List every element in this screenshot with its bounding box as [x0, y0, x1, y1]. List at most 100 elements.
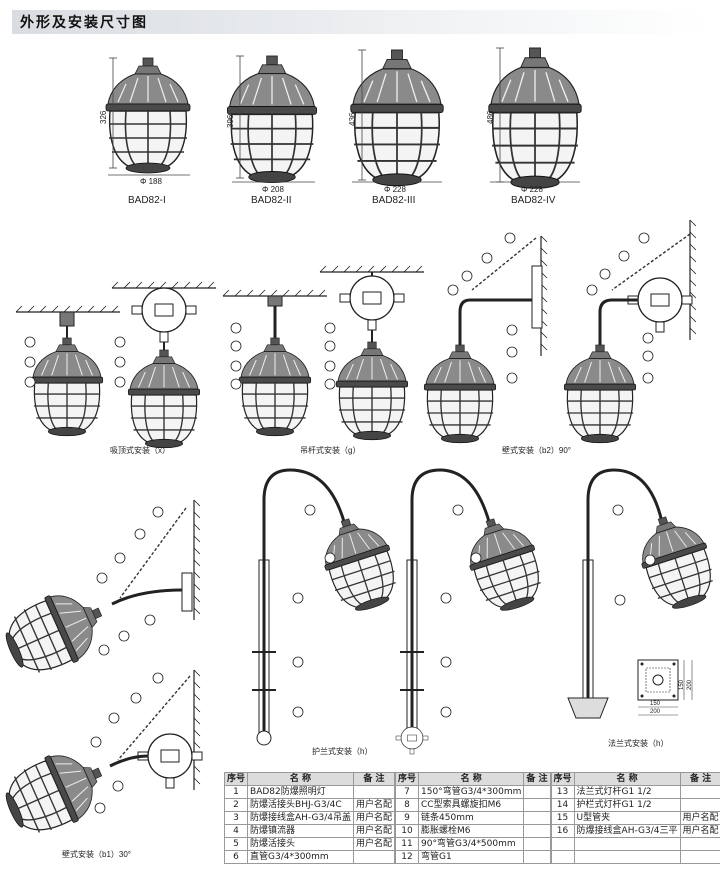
flange-pole-figure: [567, 468, 720, 719]
cell-no: 16: [550, 824, 575, 838]
caption-flange: 法兰式安装（h）: [608, 738, 668, 748]
flange-dim-4: 200: [687, 679, 693, 690]
cell-no: 13: [550, 785, 575, 799]
cell-no: 8: [394, 798, 420, 812]
header-no-1: 序号: [223, 772, 249, 786]
cell-name: U型管夹: [573, 811, 681, 825]
cell-no: 5: [223, 837, 249, 851]
wall90-callouts: [447, 232, 654, 384]
cell-name: 150°弯管G3/4*300mm: [418, 785, 525, 799]
model-3-height: 436: [348, 112, 357, 126]
cell-note: 用户名配: [679, 811, 720, 825]
model-4-height: 486: [486, 110, 495, 124]
model-2-name: BAD82-II: [251, 195, 292, 206]
cell-name: 链条450mm: [418, 811, 525, 825]
cell-no: 1: [223, 785, 249, 799]
cell-no: 14: [550, 798, 575, 812]
cell-note: 用户名配: [352, 811, 396, 825]
cell-note: [523, 811, 551, 825]
model-1-diameter: Φ 188: [140, 177, 163, 186]
cell-name: [573, 837, 681, 851]
cell-name: [573, 850, 681, 864]
cell-note: [523, 837, 551, 851]
cell-no: 2: [223, 798, 249, 812]
table-header-row: 序号 名 称 备 注 序号 名 称 备 注 序号 名 称 备 注: [223, 772, 720, 786]
model-4-name: BAD82-IV: [511, 195, 556, 206]
model-2-height: 396: [226, 114, 235, 128]
model-3-name: BAD82-III: [372, 195, 415, 206]
cell-note: [523, 785, 551, 799]
cell-no: 3: [223, 811, 249, 825]
model-2-diameter: Φ 208: [262, 185, 285, 194]
ceiling-mount-figures: [15, 281, 217, 449]
flange-dim-3: 150: [679, 679, 685, 690]
header-note-2: 备 注: [523, 772, 551, 786]
cell-no: 7: [394, 785, 420, 799]
model-3-diameter: Φ 228: [384, 185, 407, 194]
cell-no: 10: [394, 824, 420, 838]
cell-name: 90°弯管G3/4*500mm: [418, 837, 525, 851]
guardrail-pole-figures: [252, 468, 552, 755]
header-note-3: 备 注: [679, 772, 720, 786]
cell-no: 4: [223, 824, 249, 838]
cell-note: 用户名配: [679, 824, 720, 838]
wall90-mount-figures: [423, 219, 697, 444]
cell-note: [523, 798, 551, 812]
model-4-diameter: Φ 228: [521, 185, 544, 194]
cell-note: [679, 798, 720, 812]
cell-no: 11: [394, 837, 420, 851]
header-bar: [12, 10, 708, 34]
caption-guardrail: 护兰式安装（h）: [312, 746, 372, 756]
cell-name: 防爆活接头BHJ-G3/4C: [247, 798, 354, 812]
cell-no: 6: [223, 850, 249, 864]
caption-pendant: 吊杆式安装（g）: [300, 445, 360, 455]
model-1-height: 326: [99, 110, 108, 124]
cell-note: 用户名配: [352, 837, 396, 851]
pendant-mount-figures: [222, 265, 425, 441]
cell-name: 防爆接线盒AH-G3/4吊盖: [247, 811, 354, 825]
cell-name: 直管G3/4*300mm: [247, 850, 354, 864]
cell-name: CC型索具螺旋扣M6: [418, 798, 525, 812]
cell-note: [352, 785, 396, 799]
cell-note: [352, 850, 396, 864]
model-1-name: BAD82-I: [128, 195, 166, 206]
header-note-1: 备 注: [352, 772, 396, 786]
flange-dim-1: 150: [650, 701, 661, 707]
header-name-2: 名 称: [418, 772, 525, 786]
cell-note: [679, 850, 720, 864]
model-outlines: [105, 47, 583, 190]
cell-note: [679, 785, 720, 799]
model-labels: 326 Φ 188 BAD82-I 396 Φ 208 BAD82-II 436…: [99, 110, 556, 206]
cell-name: BAD82防爆照明灯: [247, 785, 354, 799]
cell-note: [523, 850, 551, 864]
cell-name: 弯管G1: [418, 850, 525, 864]
cell-no: [550, 850, 575, 864]
header-name-3: 名 称: [573, 772, 681, 786]
caption-wall90: 壁式安装（b2）90°: [502, 445, 571, 455]
cell-no: [550, 837, 575, 851]
flange-dim-2: 200: [650, 709, 661, 715]
header-no-3: 序号: [550, 772, 575, 786]
cell-no: 9: [394, 811, 420, 825]
cell-no: 12: [394, 850, 420, 864]
wall30-mount-figures: [0, 499, 203, 846]
cell-name: 护栏式灯杆G1 1/2: [573, 798, 681, 812]
guardrail-callouts: [292, 504, 482, 718]
cell-no: 15: [550, 811, 575, 825]
cell-note: 用户名配: [352, 824, 396, 838]
header-name-1: 名 称: [247, 772, 354, 786]
cell-name: 防爆活接头: [247, 837, 354, 851]
cell-name: 法兰式灯杆G1 1/2: [573, 785, 681, 799]
cell-name: 防爆镇流器: [247, 824, 354, 838]
caption-ceiling: 吸顶式安装（x）: [110, 445, 170, 455]
cell-note: 用户名配: [352, 798, 396, 812]
cell-name: 膨胀螺栓M6: [418, 824, 525, 838]
cell-note: [523, 824, 551, 838]
